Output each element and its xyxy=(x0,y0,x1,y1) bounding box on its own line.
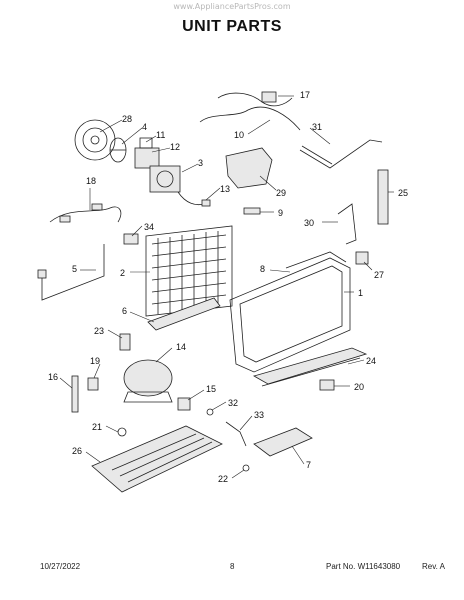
callout-24: 24 xyxy=(366,356,376,366)
part-31-tube xyxy=(299,139,383,169)
part-19-relay xyxy=(87,377,99,391)
part-11-12-fan-motor-bracket xyxy=(134,137,160,169)
part-29-duct xyxy=(225,147,273,189)
callout-5: 5 xyxy=(72,264,77,274)
part-33-wire xyxy=(225,421,247,447)
part-2-condenser xyxy=(145,225,233,317)
callout-9: 9 xyxy=(278,208,283,218)
callout-29: 29 xyxy=(276,188,286,198)
callout-23: 23 xyxy=(94,326,104,336)
exploded-parts-diagram: 28 4 11 12 3 17 10 31 18 13 29 25 9 34 3… xyxy=(37,90,408,493)
part-21-grommet xyxy=(117,427,127,437)
part-24-drain-pan xyxy=(252,347,368,387)
part-30-tube xyxy=(337,203,357,245)
callout-22: 22 xyxy=(218,474,228,484)
callout-13: 13 xyxy=(220,184,230,194)
callout-27: 27 xyxy=(374,270,384,280)
callout-4: 4 xyxy=(142,122,147,132)
part-9-thermistor xyxy=(243,207,261,215)
callout-14: 14 xyxy=(176,342,186,352)
part-22-screw xyxy=(242,464,250,472)
part-6-rail xyxy=(147,297,221,331)
callout-8: 8 xyxy=(260,264,265,274)
part-3-fan-motor xyxy=(149,165,181,193)
part-15-overload xyxy=(177,397,191,411)
part-23-drier xyxy=(119,333,131,351)
part-34-clip xyxy=(123,233,139,245)
callout-30: 30 xyxy=(304,218,314,228)
callout-1: 1 xyxy=(358,288,363,298)
part-14-compressor xyxy=(123,359,173,403)
page-title: UNIT PARTS xyxy=(182,18,282,35)
part-18-wire-harness xyxy=(49,203,122,223)
part-25-tube xyxy=(377,169,389,225)
part-4-fan-blade xyxy=(109,137,127,163)
callout-15: 15 xyxy=(206,384,216,394)
part-27-bracket xyxy=(355,251,369,265)
part-20-fitting xyxy=(319,379,335,391)
callout-25: 25 xyxy=(398,188,408,198)
part-26-base-plate xyxy=(91,425,223,493)
footer-page-number: 8 xyxy=(230,562,235,571)
part-8-1-evaporator-cover xyxy=(229,251,351,373)
callout-10: 10 xyxy=(234,130,244,140)
watermark: www.AppliancePartsPros.com xyxy=(173,2,291,11)
callout-28: 28 xyxy=(122,114,132,124)
callout-labels: 28 4 11 12 3 17 10 31 18 13 29 25 9 34 3… xyxy=(48,90,408,484)
callout-7: 7 xyxy=(306,460,311,470)
part-32-screw xyxy=(206,408,214,416)
part-7-condensate-tray xyxy=(253,427,313,457)
callout-33: 33 xyxy=(254,410,264,420)
part-17-harness xyxy=(199,91,301,131)
callout-34: 34 xyxy=(144,222,154,232)
part-28-fan-shroud xyxy=(74,119,116,161)
callout-21: 21 xyxy=(92,422,102,432)
part-13-sensor xyxy=(177,191,211,207)
callout-19: 19 xyxy=(90,356,100,366)
callout-12: 12 xyxy=(170,142,180,152)
part-5-wire xyxy=(37,244,105,301)
callout-3: 3 xyxy=(198,158,203,168)
callout-6: 6 xyxy=(122,306,127,316)
callout-2: 2 xyxy=(120,268,125,278)
part-16-capacitor xyxy=(71,375,79,413)
footer-part-number: Part No. W11643080 xyxy=(326,562,401,571)
callout-32: 32 xyxy=(228,398,238,408)
callout-17: 17 xyxy=(300,90,310,100)
leader-lines xyxy=(59,95,394,479)
footer-revision: Rev. A xyxy=(422,562,445,571)
callout-18: 18 xyxy=(86,176,96,186)
callout-16: 16 xyxy=(48,372,58,382)
callout-31: 31 xyxy=(312,122,322,132)
callout-26: 26 xyxy=(72,446,82,456)
callout-11: 11 xyxy=(156,130,165,140)
footer-date: 10/27/2022 xyxy=(40,562,81,571)
callout-20: 20 xyxy=(354,382,364,392)
